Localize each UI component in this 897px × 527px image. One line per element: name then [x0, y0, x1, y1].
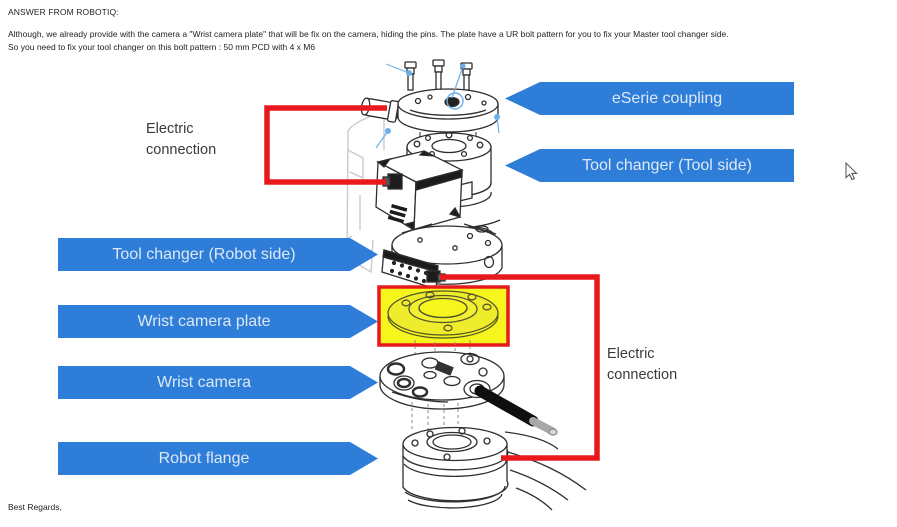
- label-arrow-wrist-camera-plate: Wrist camera plate: [58, 305, 378, 338]
- coupling-bolts: [404, 59, 473, 91]
- electric-connection-line-left: [264, 105, 387, 185]
- tool-changer-tool-side-drawing: [375, 131, 501, 246]
- alignment-dashes-lower: [411, 402, 459, 430]
- answer-header: ANSWER FROM ROBOTIQ:: [8, 7, 119, 17]
- label-text-eserie-coupling: eSerie coupling: [611, 89, 723, 107]
- label-text-tool-changer-tool-side: Tool changer (Tool side): [582, 156, 752, 174]
- label-text-tool-changer-robot-side: Tool changer (Robot side): [112, 245, 296, 263]
- answer-paragraph-line1: Although, we already provide with the ca…: [8, 29, 729, 39]
- label-arrow-eserie-coupling: eSerie coupling: [505, 82, 794, 115]
- wrist-camera-drawing: [379, 351, 558, 436]
- label-text-wrist-camera: Wrist camera: [157, 373, 251, 391]
- robot-flange-drawing: [402, 426, 587, 511]
- tool-side-connector-box: [375, 150, 464, 232]
- label-text-robot-flange: Robot flange: [158, 449, 250, 467]
- electric-connection-lines: [264, 105, 600, 461]
- electric-connection-line-right: [440, 274, 600, 461]
- electric-connection-label-right: Electric connection: [607, 346, 678, 384]
- alignment-dashes-upper: [414, 340, 471, 357]
- label-arrow-tool-changer-robot-side: Tool changer (Robot side): [58, 238, 378, 271]
- label-arrow-wrist-camera: Wrist camera: [58, 366, 378, 399]
- answer-paragraph-line2: So you need to fix your tool changer on …: [8, 42, 316, 52]
- mouse-cursor-icon: [845, 161, 858, 181]
- coupling-callout-markers: [375, 63, 500, 149]
- label-text-wrist-camera-plate: Wrist camera plate: [137, 312, 271, 330]
- closing-text: Best Regards,: [8, 502, 62, 512]
- wrist-camera-plate-drawing: [387, 290, 499, 339]
- eserie-coupling-drawing: [360, 59, 499, 145]
- label-arrow-tool-changer-tool-side: Tool changer (Tool side): [505, 149, 794, 182]
- electric-connection-label-left: Electric connection: [146, 121, 217, 159]
- label-arrow-robot-flange: Robot flange: [58, 442, 378, 475]
- wrist-camera-plate-highlight: [377, 285, 510, 347]
